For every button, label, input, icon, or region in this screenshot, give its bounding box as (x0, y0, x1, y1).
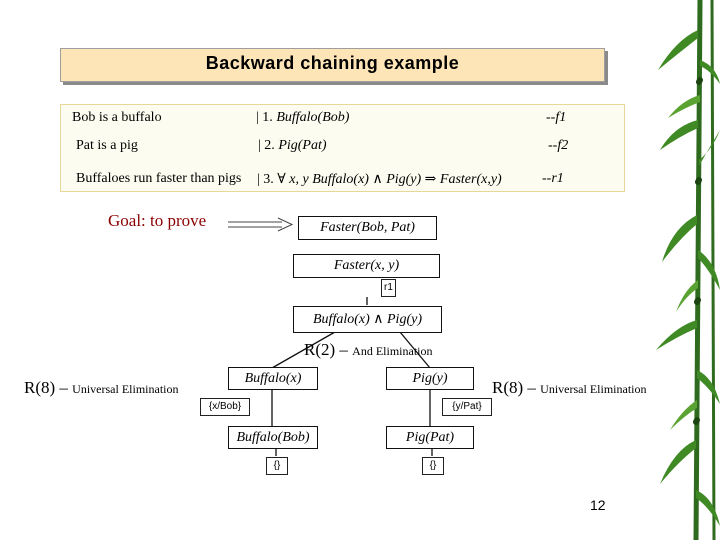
slide-title: Backward chaining example (205, 53, 460, 73)
right-result: {} (422, 457, 444, 475)
ue-right-rule: R(8) – (492, 378, 541, 397)
kb-fact-1-formula: | 1. Buffalo(Bob) (256, 110, 349, 126)
right-fact-node: Pig(Pat) (386, 426, 474, 449)
kb-rule-1-number: | 3. ∀ (257, 172, 290, 187)
kb-fact-1-tag: --f1 (546, 110, 567, 125)
title-banner: Backward chaining example (60, 48, 605, 82)
ue-left-rule: R(8) – (24, 378, 73, 397)
universal-elimination-right-label: R(8) – Universal Elimination (492, 378, 646, 398)
right-substitution: {y/Pat} (442, 398, 492, 416)
kb-fact-2-english: Pat is a pig (76, 138, 138, 153)
left-literal-node: Buffalo(x) (228, 367, 318, 390)
kb-fact-1-number: | 1. (256, 110, 277, 125)
left-substitution: {x/Bob} (200, 398, 250, 416)
goal-label: Goal: to prove (108, 211, 207, 230)
left-fact-node: Buffalo(Bob) (228, 426, 318, 449)
conjunction-node: Buffalo(x) ∧ Pig(y) (293, 306, 442, 333)
and-elim-rule: R(2) – (304, 340, 353, 359)
kb-fact-2-formula: | 2. Pig(Pat) (258, 138, 327, 154)
rule-tag-node: r1 (381, 279, 396, 297)
kb-rule-1-tag: --r1 (542, 171, 564, 186)
kb-fact-2-number: | 2. (258, 138, 279, 153)
knowledge-base-panel (60, 104, 625, 192)
kb-fact-2-expr: Pig(Pat) (278, 138, 327, 153)
universal-elimination-left-label: R(8) – Universal Elimination (24, 378, 178, 398)
ue-left-name: Universal Elimination (72, 382, 179, 396)
ue-right-name: Universal Elimination (540, 382, 647, 396)
kb-rule-1-formula: | 3. ∀ x, y Buffalo(x) ∧ Pig(y) ⇒ Faster… (257, 171, 502, 188)
and-elim-name: And Elimination (352, 344, 433, 358)
left-result: {} (266, 457, 288, 475)
edge-conjunction-left (271, 331, 336, 369)
kb-rule-1-expr: x, y Buffalo(x) ∧ Pig(y) ⇒ Faster(x,y) (289, 172, 502, 187)
edge-conjunction-right (399, 331, 431, 369)
bamboo-decoration (656, 0, 720, 540)
goal-arrow (228, 217, 294, 232)
right-literal-node: Pig(y) (386, 367, 474, 390)
page-number: 12 (590, 497, 606, 513)
goal-node: Faster(Bob, Pat) (298, 216, 437, 240)
kb-fact-1-expr: Buffalo(Bob) (276, 110, 350, 125)
kb-fact-2-tag: --f2 (548, 138, 569, 153)
and-elimination-label: R(2) – And Elimination (304, 340, 433, 360)
kb-fact-1-english: Bob is a buffalo (72, 110, 162, 125)
kb-rule-1-english: Buffaloes run faster than pigs (76, 171, 242, 186)
rule-head-node: Faster(x, y) (293, 254, 440, 278)
